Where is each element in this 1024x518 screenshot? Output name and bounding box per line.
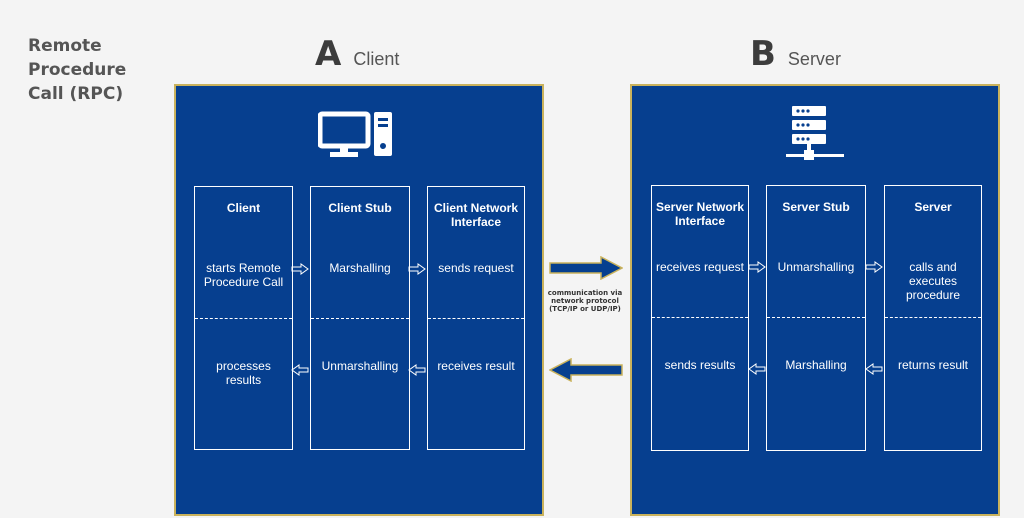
column-top-step: starts Remote Procedure Call [203,261,284,289]
response-arrow-icon [549,358,623,382]
arrow-left-icon [291,364,309,376]
column-top-step: receives request [655,260,745,274]
column-divider [767,317,865,318]
server-panel: Server Network Interface receives reques… [630,84,1000,516]
column-bottom-step: receives result [437,359,515,373]
client-column: Client starts Remote Procedure Call proc… [194,186,293,450]
communication-label: communication via network protocol (TCP/… [547,289,623,313]
column-top-step: calls and executes procedure [905,260,961,302]
server-stub-column: Server Stub Unmarshalling Marshalling [766,185,866,451]
request-arrow-icon [549,256,623,280]
column-bottom-step: Marshalling [785,358,847,372]
server-network-interface-column: Server Network Interface receives reques… [651,185,749,451]
column-bottom-step: returns result [897,358,969,372]
column-title: Client [226,201,261,215]
column-title: Client Stub [328,201,392,215]
client-name: Client [353,49,400,69]
server-letter: B [750,34,776,74]
column-divider [311,318,409,319]
server-section-header: B Server [750,34,841,74]
column-bottom-step: Unmarshalling [321,359,399,373]
arrow-right-icon [865,261,883,273]
arrow-right-icon [408,263,426,275]
computer-icon [318,111,392,157]
client-network-interface-column: Client Network Interface sends request r… [427,186,525,450]
client-stub-column: Client Stub Marshalling Unmarshalling [310,186,410,450]
column-divider [428,318,524,319]
arrow-left-icon [408,364,426,376]
column-bottom-step: processes results [216,359,271,387]
column-title: Server Stub [782,200,850,214]
column-top-step: sends request [438,261,514,275]
column-divider [195,318,292,319]
column-divider [652,317,748,318]
arrow-right-icon [291,263,309,275]
column-title: Server Network Interface [655,200,745,228]
column-top-step: Unmarshalling [777,260,855,274]
arrow-left-icon [865,363,883,375]
column-top-step: Marshalling [329,261,391,275]
arrow-right-icon [748,261,766,273]
client-letter: A [315,34,342,74]
client-section-header: A Client [315,34,399,74]
arrow-left-icon [748,363,766,375]
server-rack-icon [786,106,844,160]
server-name: Server [787,49,841,69]
server-column: Server calls and executes procedure retu… [884,185,982,451]
column-bottom-step: sends results [664,358,736,372]
column-divider [885,317,981,318]
diagram-title: Remote Procedure Call (RPC) [28,36,127,104]
column-title: Server [914,200,952,214]
client-panel: Client starts Remote Procedure Call proc… [174,84,544,516]
column-title: Client Network Interface [433,201,518,229]
